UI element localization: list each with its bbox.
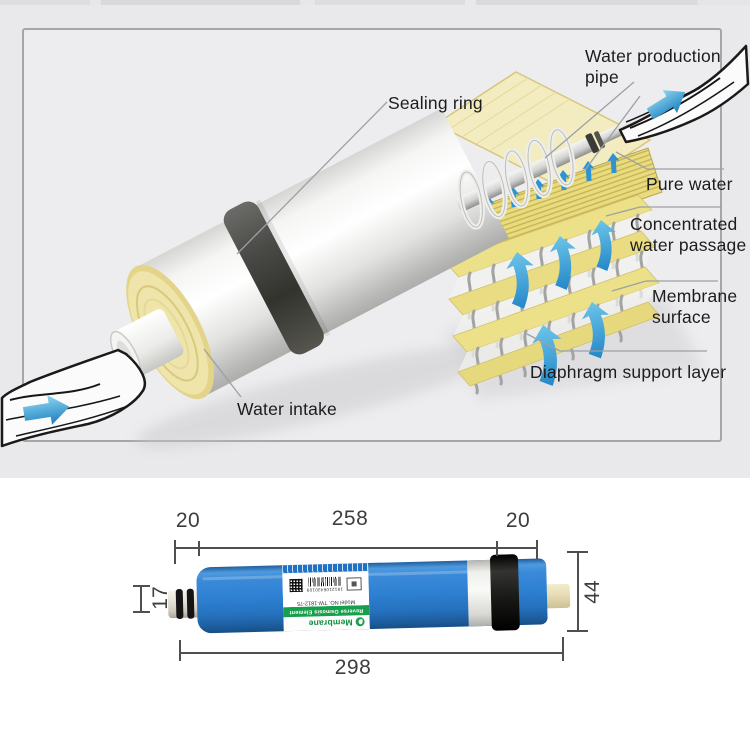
dim-value-diameter: 44: [581, 580, 604, 604]
water-production-pipe-graphic: [456, 120, 635, 230]
brine-seal-ring: [489, 554, 520, 631]
label-diaphragm-support-layer: Diaphragm support layer: [530, 362, 727, 382]
dim-line-stub: [140, 586, 142, 612]
brand-row: Membrane: [283, 615, 370, 632]
dim-cap: [567, 551, 588, 553]
leader-line: [526, 333, 707, 352]
dim-value-mid-segment: 258: [331, 507, 369, 530]
serial-number: 1812106430109: [306, 587, 344, 594]
cylinder-shadow: [135, 344, 505, 448]
spiral-coil: [457, 127, 576, 230]
leader-line: [236, 101, 388, 255]
label-codes-row: 1812106430109: [282, 571, 369, 600]
dim-cap: [133, 585, 150, 587]
dim-tick: [562, 637, 564, 661]
leader-line: [203, 348, 242, 398]
dimension-drawing: Membrane Reverse Osmosis Element Model N…: [0, 478, 750, 750]
dim-line-diameter: [577, 552, 579, 631]
cropped-banner-strip: [0, 0, 750, 5]
dim-tick: [174, 540, 176, 564]
dim-value-left-segment: 20: [175, 509, 201, 532]
dim-cap: [567, 630, 588, 632]
leader-lines: [203, 81, 724, 398]
barcode-icon: [308, 577, 341, 588]
intake-water-splash: [0, 348, 147, 448]
brand-logo-icon: [355, 617, 365, 627]
sealing-ring-graphic: [223, 201, 324, 355]
product-label: Membrane Reverse Osmosis Element Model N…: [282, 563, 370, 632]
leader-line: [544, 81, 635, 159]
ro-membrane-cutaway-illustration: [0, 44, 750, 448]
o-ring: [175, 588, 184, 620]
diagram-section: Water production pipe Sealing ring Pure …: [0, 0, 750, 478]
dim-tick: [536, 540, 538, 559]
cartridge: Membrane Reverse Osmosis Element Model N…: [167, 553, 573, 646]
dim-tick: [496, 541, 498, 556]
label-water-intake: Water intake: [237, 399, 337, 419]
label-sealing-ring: Sealing ring: [388, 93, 483, 113]
cartridge-body: Membrane Reverse Osmosis Element Model N…: [196, 554, 548, 634]
dim-tick: [198, 541, 200, 556]
label-membrane-surface: Membrane surface: [652, 286, 738, 327]
dim-value-total-length: 298: [334, 656, 372, 679]
leader-line: [611, 280, 718, 292]
dim-line-top: [175, 547, 537, 549]
pipe-fitting: [585, 133, 599, 154]
certification-mark-icon: [346, 577, 362, 592]
pure-water-splash: [618, 44, 750, 144]
dim-cap: [133, 611, 150, 613]
label-pure-water: Pure water: [646, 174, 733, 194]
label-water-production-pipe: Water production pipe: [585, 46, 721, 87]
leader-line: [605, 206, 722, 217]
label-concentrated-water-passage: Concentrated water passage: [630, 214, 747, 255]
barcode-block: 1812106430109: [306, 577, 343, 593]
brand-name: Membrane: [308, 617, 353, 629]
dim-value-right-segment: 20: [505, 509, 531, 532]
leader-line: [584, 95, 641, 171]
qr-code-icon: [289, 579, 303, 593]
dim-tick: [179, 640, 181, 661]
dim-line-total-length: [180, 652, 563, 654]
o-ring: [186, 588, 195, 619]
leader-line: [615, 151, 724, 170]
dim-value-stub: 17: [149, 586, 172, 610]
